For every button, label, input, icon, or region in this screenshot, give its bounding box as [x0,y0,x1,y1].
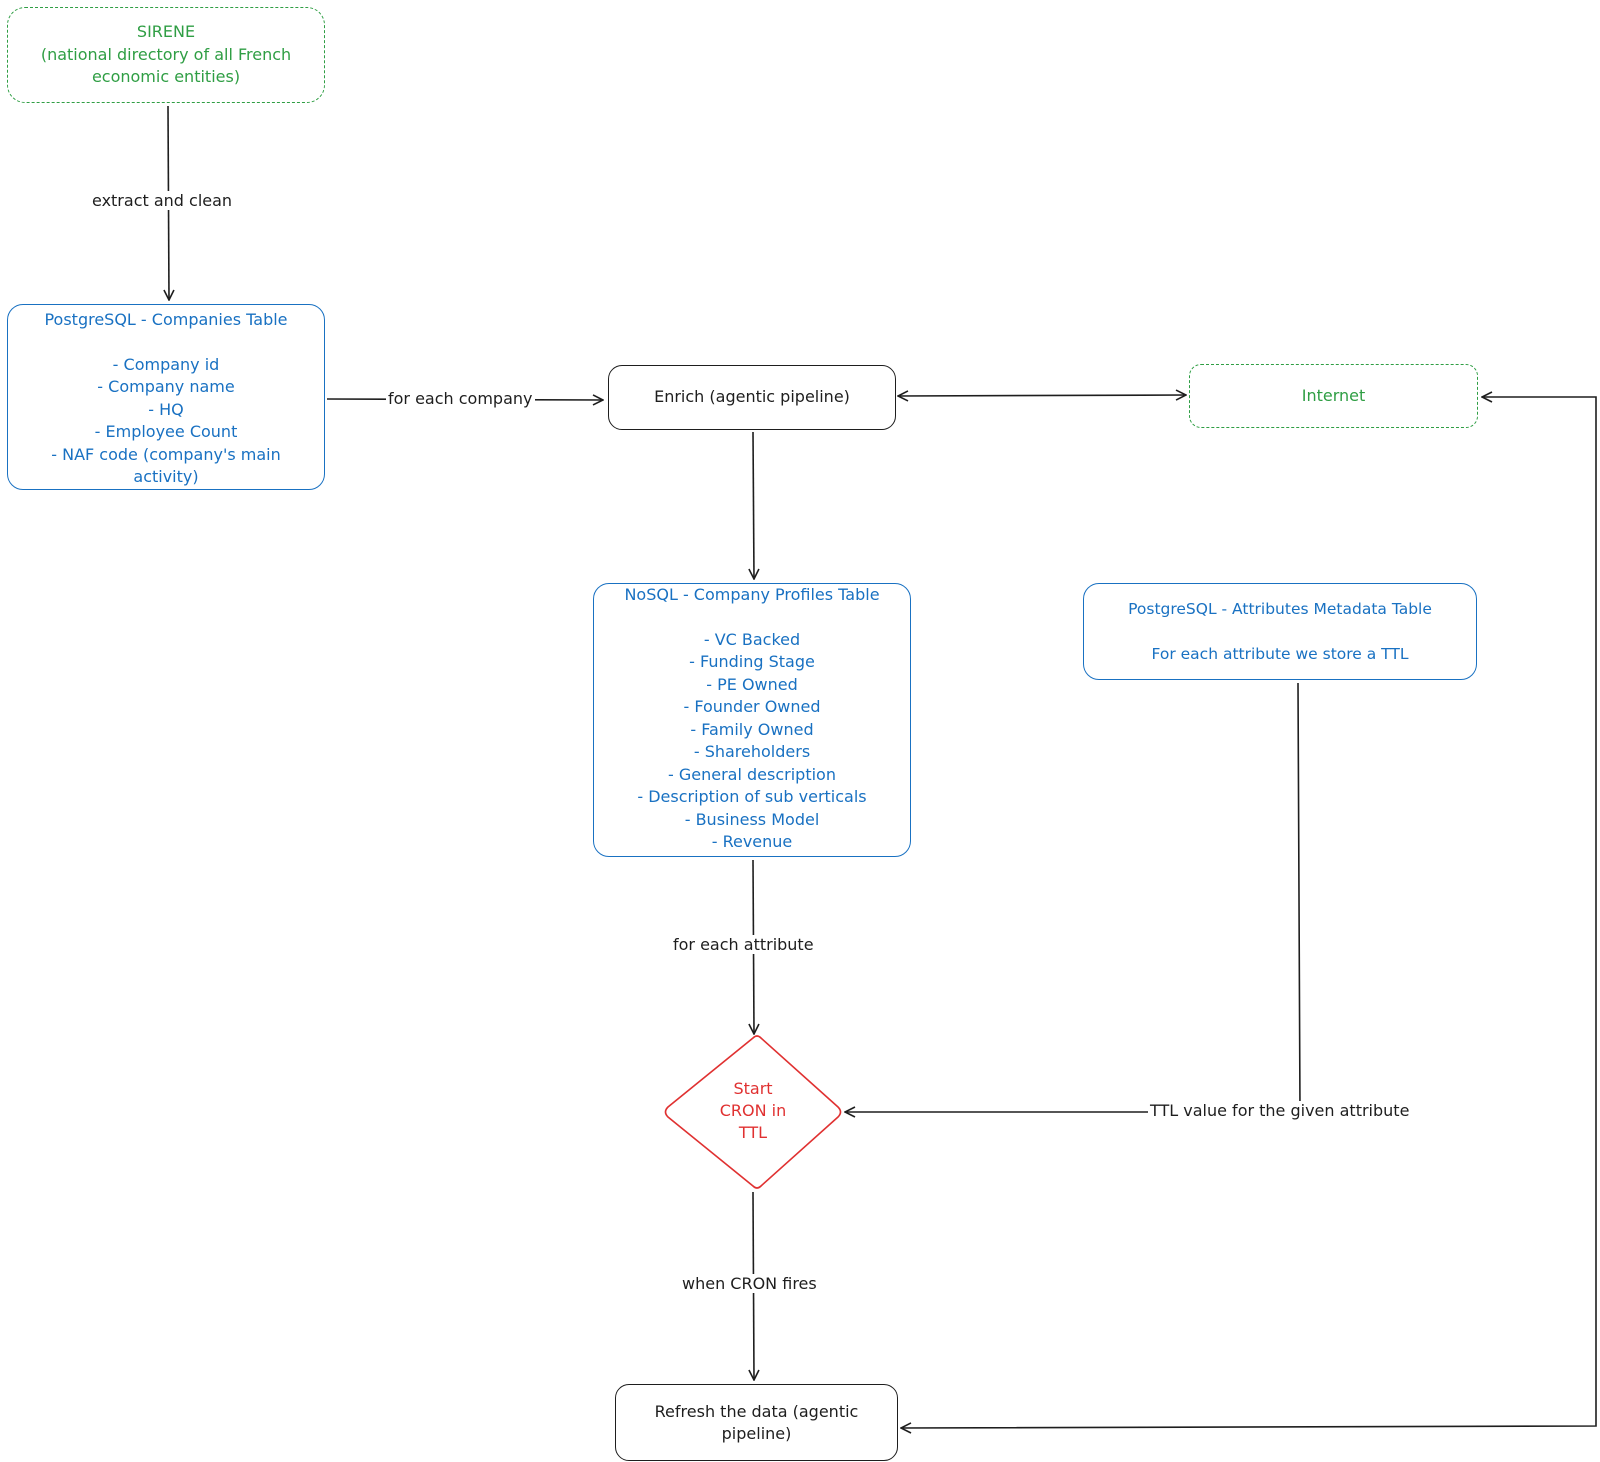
sirene-node[interactable]: SIRENE (national directory of all French… [7,7,325,103]
companies-field-naf-code-cont: activity) [133,467,199,486]
refresh-line-1: Refresh the data (agentic [654,1401,859,1421]
attributes-table-title: PostgreSQL - Attributes Metadata Table [1128,600,1432,618]
companies-field-id: - Company id [112,354,220,374]
refresh-node[interactable]: Refresh the data (agentic pipeline) [615,1384,898,1461]
cron-line-1: Start [733,1079,773,1098]
profiles-field-shareholders: - Shareholders [693,742,811,761]
sirene-title: SIRENE [136,22,196,42]
profiles-table-title: NoSQL - Company Profiles Table [624,585,880,604]
profiles-table-node[interactable]: NoSQL - Company Profiles Table - VC Back… [593,583,911,857]
profiles-table-spacer [594,607,910,629]
edge-enrich-to-profiles [753,431,754,579]
edge-label-extract: extract and clean [90,191,235,210]
profiles-field-vc-backed: - VC Backed [703,629,801,649]
cron-line-2: CRON in [719,1101,787,1120]
cron-node[interactable]: Start CRON in TTL [693,1078,813,1144]
companies-table-title: PostgreSQL - Companies Table [44,310,288,329]
edge-refresh-to-internet [901,397,1597,1428]
enrich-label: Enrich (agentic pipeline) [654,387,850,407]
attributes-table-desc: For each attribute we store a TTL [1151,644,1409,663]
companies-field-naf-code: - NAF code (company's main [51,444,281,464]
profiles-field-pe-owned: - PE Owned [706,674,798,694]
edge-enrich-internet [898,395,1186,396]
sirene-desc-line-2: economic entities) [91,67,241,87]
edge-label-when-cron: when CRON fires [680,1274,819,1293]
companies-table-node[interactable]: PostgreSQL - Companies Table - Company i… [7,304,325,490]
internet-label: Internet [1301,385,1366,405]
edge-attributes-to-cron [845,682,1301,1112]
sirene-desc-line-1: (national directory of all French [40,44,292,64]
cron-line-3: TTL [738,1123,768,1142]
profiles-field-family-owned: - Family Owned [690,719,814,739]
internet-node[interactable]: Internet [1189,364,1478,428]
profiles-field-sub-verticals: - Description of sub verticals [637,787,867,806]
enrich-node[interactable]: Enrich (agentic pipeline) [608,365,896,430]
refresh-line-2: pipeline) [721,1423,792,1443]
profiles-field-general-description: - General description [668,764,836,784]
attributes-table-node[interactable]: PostgreSQL - Attributes Metadata Table F… [1083,583,1477,680]
cron-diamond-shape [664,1035,842,1189]
edge-label-ttl-value: TTL value for the given attribute [1148,1101,1412,1120]
profiles-field-funding-stage: - Funding Stage [689,652,815,671]
profiles-field-revenue: - Revenue [711,832,793,851]
companies-field-hq: - HQ [148,399,184,419]
companies-field-name: - Company name [97,377,235,396]
edge-label-for-each-company: for each company [386,389,535,408]
companies-table-spacer [8,332,324,354]
edge-label-for-each-attribute: for each attribute [671,935,816,954]
profiles-field-business-model: - Business Model [684,809,820,829]
companies-field-employee-count: - Employee Count [94,422,238,441]
profiles-field-founder-owned: - Founder Owned [683,697,821,716]
